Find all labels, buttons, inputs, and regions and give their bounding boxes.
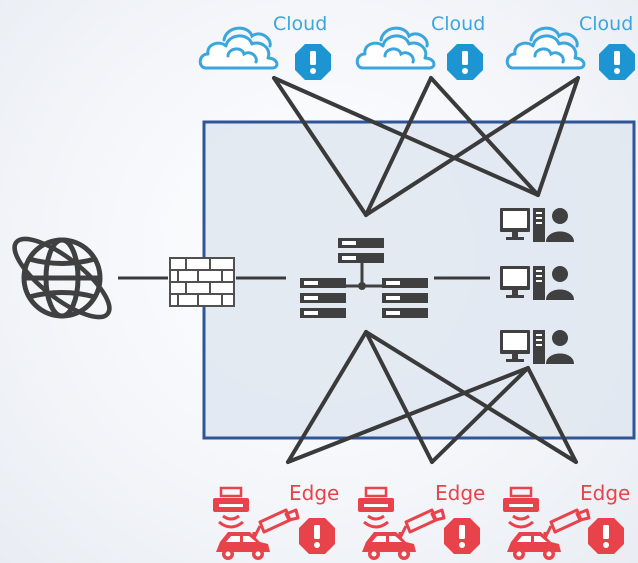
edge-label: Edge: [289, 481, 339, 505]
cloud-icon: [198, 26, 279, 70]
cloud-label: Cloud: [273, 13, 327, 35]
car-icon: [362, 532, 416, 560]
printer-icon: [211, 486, 251, 529]
printer-icon: [501, 486, 541, 529]
car-icon: [507, 532, 561, 560]
warning-badge-icon: [588, 518, 624, 554]
warning-badge-icon: [447, 44, 483, 80]
firewall-icon: [169, 257, 235, 307]
server-cluster-icon: [300, 238, 428, 318]
edge-label: Edge: [580, 481, 630, 505]
cloud-label: Cloud: [431, 13, 485, 35]
cloud-label: Cloud: [579, 13, 633, 35]
edge-group-2: Edge: [356, 481, 485, 560]
warning-badge-icon: [299, 518, 335, 554]
warning-badge-icon: [444, 518, 480, 554]
cloud-icon: [505, 26, 586, 70]
warning-badge-icon: [295, 44, 331, 80]
cloud-group-2: Cloud: [355, 13, 485, 80]
cloud-group-1: Cloud: [198, 13, 331, 80]
camera-icon: [398, 508, 446, 544]
globe-icon: [12, 236, 112, 320]
edge-group-3: Edge: [501, 481, 630, 560]
cloud-group-3: Cloud: [505, 13, 635, 80]
camera-icon: [252, 508, 300, 544]
printer-icon: [356, 486, 396, 529]
edge-connections: [286, 330, 578, 464]
car-icon: [216, 532, 270, 560]
cloud-icon: [355, 26, 436, 70]
warning-badge-icon: [599, 44, 635, 80]
camera-icon: [543, 508, 591, 544]
edge-group-1: Edge: [211, 481, 339, 560]
edge-label: Edge: [435, 481, 485, 505]
cloud-connections: [272, 76, 580, 217]
